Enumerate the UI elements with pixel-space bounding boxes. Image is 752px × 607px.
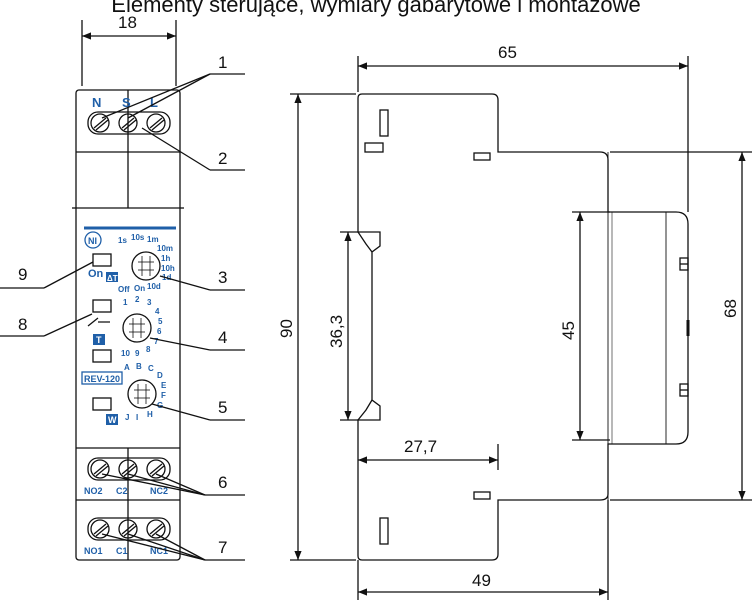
dim-label-45: 45 [559, 321, 578, 340]
terminal-label-no2: NO2 [84, 486, 103, 496]
dim-label-65: 65 [498, 43, 517, 62]
side-slot-icon [379, 517, 389, 545]
scale-10h: 10h [161, 264, 175, 273]
callout-1: 1 [218, 53, 227, 72]
diagram-title: Elementy sterujące, wymiary gabarytowe i… [111, 0, 641, 17]
w-scale-b: B [136, 362, 142, 371]
t-scale-4: 4 [155, 307, 160, 316]
scale-10m: 10m [157, 244, 173, 253]
dim-label-36-3: 36,3 [327, 315, 346, 348]
callout-9: 9 [18, 265, 27, 284]
scale-1m: 1m [147, 235, 159, 244]
t-scale-9: 9 [135, 349, 140, 358]
w-scale-f: F [161, 391, 166, 400]
screw-terminal-icon [90, 113, 110, 133]
terminal-block-middle: NO2 C2 NC2 [84, 457, 171, 496]
w-scale-j: J [125, 413, 129, 422]
screw-terminal-icon [146, 459, 166, 479]
t-scale-6: 6 [157, 327, 162, 336]
dim-label-68: 68 [721, 299, 740, 318]
t-scale-7: 7 [154, 337, 159, 346]
t-scale-3: 3 [147, 298, 152, 307]
callout-6: 6 [218, 473, 227, 492]
callout-3: 3 [218, 268, 227, 287]
w-scale-a: A [124, 363, 130, 372]
scale-1s: 1s [118, 236, 127, 245]
delta-t-label: ΔT [107, 274, 118, 283]
terminal-block-bottom: NO1 C1 NC1 [84, 517, 171, 556]
side-slot-icon [379, 109, 389, 137]
side-slot-icon [364, 142, 384, 153]
callout-4: 4 [218, 328, 227, 347]
control-panel: NI 1s 10s 1m 10m 1h 10h 1d 10d On Off ΔT… [81, 226, 176, 425]
scale-off: Off [118, 285, 130, 294]
dim-label-18: 18 [118, 13, 137, 32]
t-scale-10: 10 [121, 349, 130, 358]
t-scale-5: 5 [158, 317, 163, 326]
terminal-label-c2: C2 [116, 486, 128, 496]
side-view: 65 90 [277, 43, 752, 600]
callout-2: 2 [218, 149, 227, 168]
led-indicator-icon [92, 349, 112, 363]
scale-10d: 10d [147, 282, 161, 291]
terminal-label-c1: C1 [116, 546, 128, 556]
time-setting-knob-icon [122, 313, 152, 343]
dim-label-90: 90 [277, 319, 296, 338]
terminal-label-no1: NO1 [84, 546, 103, 556]
on-label: On [88, 268, 104, 280]
terminal-label-s: S [122, 95, 131, 110]
w-scale-e: E [161, 381, 167, 390]
function-knob-icon [127, 379, 157, 409]
side-slot-icon [473, 491, 491, 500]
side-slot-icon [473, 152, 491, 161]
terminal-label-nc1: NC1 [150, 546, 168, 556]
scale-on: On [134, 284, 145, 293]
dim-label-49: 49 [472, 571, 491, 590]
w-scale-h: H [147, 410, 153, 419]
screw-terminal-icon [118, 459, 138, 479]
svg-text:NI: NI [88, 236, 97, 246]
screw-terminal-icon [90, 519, 110, 539]
t-label: T [96, 335, 102, 345]
front-view: 18 N S L [0, 13, 245, 561]
terminal-block-top: N S L [87, 95, 171, 135]
dim-label-27-7: 27,7 [404, 437, 437, 456]
housing-profile [357, 93, 689, 561]
callout-8: 8 [18, 315, 27, 334]
screw-terminal-icon [118, 113, 138, 133]
t-scale-8: 8 [146, 345, 151, 354]
terminal-label-n: N [92, 95, 101, 110]
w-scale-g: G [157, 401, 163, 410]
t-scale-2: 2 [135, 295, 140, 304]
w-scale-c: C [148, 364, 154, 373]
screw-terminal-icon [146, 113, 166, 133]
screw-terminal-icon [146, 519, 166, 539]
w-label: W [108, 415, 117, 425]
screw-terminal-icon [118, 519, 138, 539]
w-scale-i: I [136, 413, 138, 422]
terminal-label-l: L [150, 95, 158, 110]
w-scale-d: D [157, 371, 163, 380]
scale-10s: 10s [131, 233, 145, 242]
terminal-label-nc2: NC2 [150, 486, 168, 496]
logo-icon [84, 231, 102, 249]
time-range-knob-icon [131, 251, 161, 281]
callout-5: 5 [218, 398, 227, 417]
model-label: REV-120 [84, 374, 120, 384]
screw-terminal-icon [90, 459, 110, 479]
t-scale-1: 1 [123, 298, 128, 307]
callouts: 1 2 3 4 5 6 [0, 53, 245, 561]
led-on-icon [92, 253, 112, 267]
led-indicator-icon [92, 397, 112, 411]
scale-1h: 1h [161, 254, 170, 263]
callout-7: 7 [218, 538, 227, 557]
led-relay-icon [92, 299, 112, 313]
